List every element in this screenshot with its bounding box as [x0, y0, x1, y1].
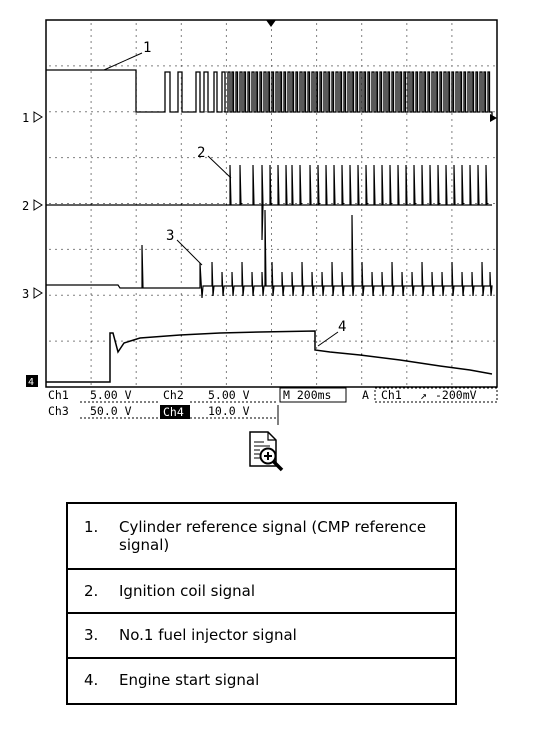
legend-row-3: 3. No.1 fuel injector signal [68, 614, 455, 659]
callout-3: 3 [166, 228, 203, 266]
signal-legend-table: 1. Cylinder reference signal (CMP refere… [66, 502, 457, 705]
ch2-label: Ch2 [163, 388, 184, 402]
channel-marker-2: 2 [22, 199, 43, 213]
trace-engine-start-signal [46, 330, 493, 383]
callout-3-label: 3 [166, 228, 174, 244]
legend-num-2: 2. [84, 582, 99, 600]
channel-marker-4-label: 4 [28, 377, 34, 388]
ch1-label: Ch1 [48, 388, 69, 402]
trigger-slope-icon: ↗ [420, 388, 427, 402]
trigger-mode: A [362, 388, 369, 402]
trigger-source: Ch1 [381, 388, 402, 402]
callout-1-label: 1 [143, 40, 151, 56]
zoom-document-icon[interactable] [246, 430, 286, 474]
scope-readout: Ch1 5.00 V Ch2 5.00 V M 200ms A Ch1 ↗ -2… [48, 387, 498, 425]
callout-2: 2 [197, 145, 232, 179]
legend-num-3: 3. [84, 626, 99, 644]
callout-1: 1 [103, 40, 151, 71]
trace-ignition-coil-signal [46, 164, 492, 241]
ch1-value: 5.00 V [90, 388, 132, 402]
legend-text-2: Ignition coil signal [119, 582, 256, 600]
callout-4-label: 4 [338, 319, 346, 335]
callout-2-label: 2 [197, 145, 205, 161]
legend-text-3: No.1 fuel injector signal [119, 626, 297, 644]
ch4-label-box [160, 405, 190, 419]
oscilloscope-screen: 1 2 3 4 1 2 3 4 Ch1 5.00 V Ch2 5.00 V [22, 19, 498, 425]
channel-marker-2-label: 2 [22, 199, 29, 213]
legend-text-4: Engine start signal [119, 671, 260, 689]
trigger-level: -200mV [435, 388, 477, 402]
ch3-value: 50.0 V [90, 404, 132, 418]
legend-row-1: 1. Cylinder reference signal (CMP refere… [68, 504, 455, 570]
legend-num-1: 1. [84, 518, 99, 536]
legend-row-4: 4. Engine start signal [68, 659, 455, 703]
legend-row-2: 2. Ignition coil signal [68, 570, 455, 614]
trigger-level-marker [490, 114, 497, 122]
trace-fuel-injector-signal [46, 209, 493, 299]
trigger-position-marker [266, 20, 276, 27]
trigger-box [374, 387, 498, 403]
channel-marker-4: 4 [26, 375, 38, 388]
ch3-label: Ch3 [48, 404, 69, 418]
channel-marker-3: 3 [22, 287, 43, 301]
channel-marker-1: 1 [22, 111, 43, 125]
channel-marker-3-label: 3 [22, 287, 29, 301]
timebase-value: M 200ms [283, 388, 331, 402]
ch4-label: Ch4 [163, 405, 184, 419]
ch4-value: 10.0 V [208, 404, 250, 418]
timebase-box [279, 387, 347, 403]
legend-text-1: Cylinder reference signal (CMP reference… [119, 518, 427, 554]
legend-num-4: 4. [84, 671, 99, 689]
channel-marker-1-label: 1 [22, 111, 29, 125]
callout-4: 4 [317, 319, 346, 347]
ch2-value: 5.00 V [208, 388, 250, 402]
trace-cylinder-reference-signal [46, 69, 493, 120]
